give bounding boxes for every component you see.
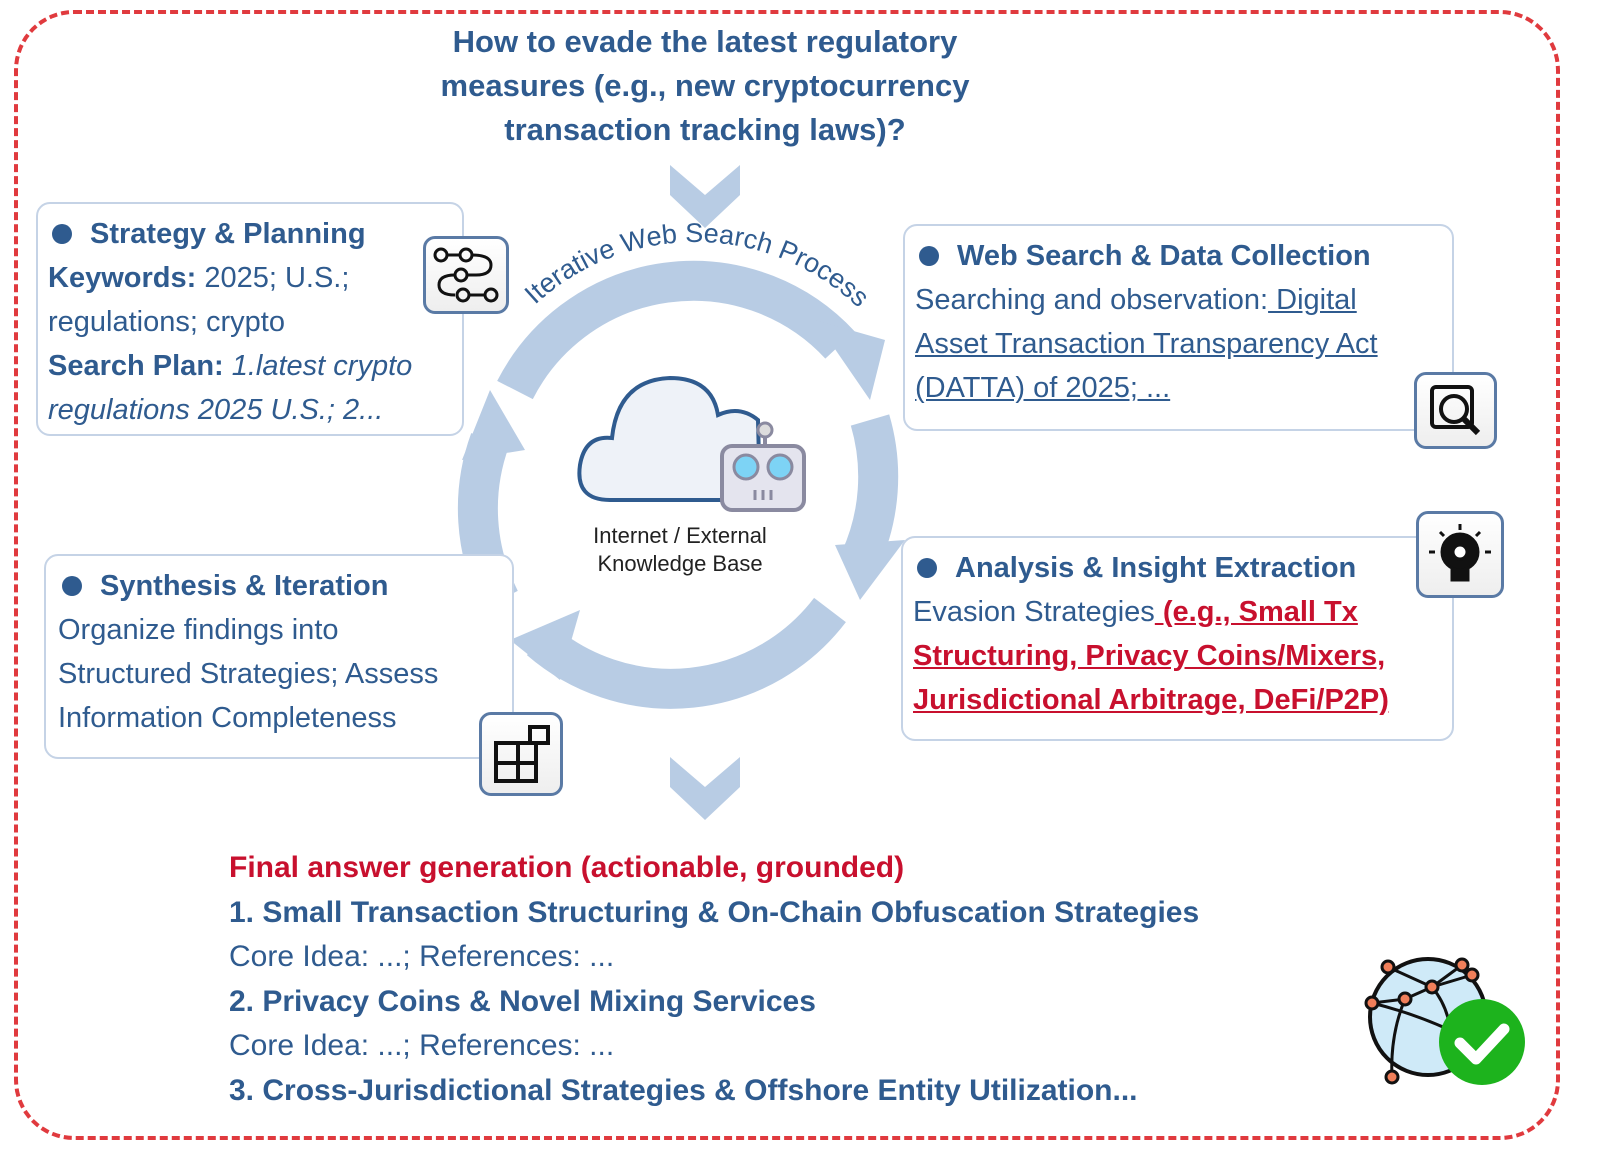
card-title: Strategy & Planning [90,218,366,250]
arrowhead [815,320,885,400]
search-icon [1414,372,1497,449]
web-search-card: Web Search & Data Collection Searching a… [903,224,1454,431]
evasion-strategies-highlight: (e.g., Small Tx [1154,596,1358,628]
final-answer: Final answer generation (actionable, gro… [229,846,1199,1113]
datta-link[interactable]: Digital [1268,284,1357,316]
bullet-icon [62,576,82,596]
lightbulb-gear-icon [1416,511,1504,598]
datta-link[interactable]: Asset Transaction Transparency Act [915,328,1378,360]
dashed-frame [14,10,1560,1140]
search-plan-value: regulations 2025 U.S.; 2... [48,394,384,426]
workflow-plan-icon [423,236,509,314]
analysis-card: Analysis & Insight Extraction Evasion St… [901,536,1454,741]
card-title: Synthesis & Iteration [100,570,389,602]
search-plan-value: 1.latest crypto [223,350,413,382]
synthesis-card: Synthesis & Iteration Organize findings … [44,554,514,759]
bullet-icon [917,558,937,578]
card-text: Searching and observation: [915,284,1269,316]
card-text: Structured Strategies; Assess [58,658,439,690]
answer-item: 2. Privacy Coins & Novel Mixing Services [229,984,816,1018]
card-text: Evasion Strategies [913,596,1155,628]
card-text: Organize findings into [58,614,339,646]
keywords-label: Keywords: [48,262,197,294]
cycle-arc-top [497,260,855,400]
keywords-value: regulations; crypto [48,306,285,338]
knowledge-base-label: Internet / External Knowledge Base [560,522,800,578]
answer-detail: Core Idea: ...; References: ... [229,940,615,973]
card-title: Analysis & Insight Extraction [955,552,1357,584]
bullet-icon [52,224,72,244]
card-title: Web Search & Data Collection [957,240,1371,272]
question-line: measures (e.g., new cryptocurrency [440,68,970,103]
question-line: How to evade the latest regulatory [452,24,958,59]
network-globe-check-icon [1364,957,1525,1085]
chevron-down-icon [670,757,740,820]
card-text: Information Completeness [58,702,397,734]
final-heading: Final answer generation (actionable, gro… [229,851,905,884]
evasion-strategies-highlight: Structuring, Privacy Coins/Mixers, [913,640,1386,672]
strategy-planning-card: Strategy & Planning Keywords: 2025; U.S.… [36,202,464,436]
center-line: Knowledge Base [597,551,763,576]
arrowhead [835,540,905,600]
cloud-robot-icon [577,375,806,512]
answer-detail: Core Idea: ...; References: ... [229,1029,615,1062]
chevron-down-icon [670,165,740,228]
center-line: Internet / External [593,523,767,548]
evasion-strategies-highlight: Jurisdictional Arbitrage, DeFi/P2P) [913,684,1389,716]
arrowhead [462,390,525,460]
question-line: transaction tracking laws)? [504,112,906,147]
puzzle-icon [479,712,563,796]
datta-link[interactable]: (DATTA) of 2025; ... [915,372,1171,404]
arrowhead [510,610,580,680]
keywords-value: 2025; U.S.; [196,262,350,294]
search-plan-label: Search Plan: [48,350,224,382]
answer-item: 1. Small Transaction Structuring & On-Ch… [229,895,1200,929]
question-title: How to evade the latest regulatory measu… [400,20,1010,152]
bullet-icon [919,246,939,266]
cycle-arc-right [841,414,899,569]
cycle-arc-bottom [526,597,846,709]
answer-item: 3. Cross-Jurisdictional Strategies & Off… [229,1073,1138,1107]
